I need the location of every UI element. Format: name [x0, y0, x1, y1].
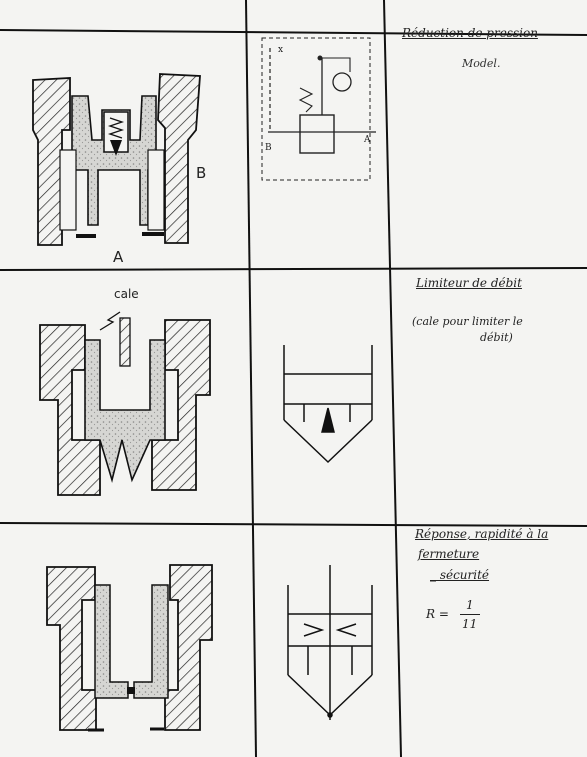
- grid-top-line: [0, 29, 587, 36]
- left-spool: [94, 584, 129, 699]
- cone-bottom: [283, 419, 373, 464]
- chevron-left: [303, 623, 325, 637]
- left-chamber: [59, 149, 77, 231]
- response-symbol: [287, 565, 373, 720]
- formula-numerator: 1: [466, 598, 474, 612]
- shim-arrow: [99, 311, 121, 331]
- check-line: [322, 57, 351, 72]
- formula-lhs: R =: [426, 607, 449, 621]
- port-a-label: A: [113, 248, 124, 266]
- spring-zigzag: [107, 117, 125, 139]
- chevron-right: [335, 623, 357, 637]
- row2-title: Limiteur de débit: [416, 276, 522, 290]
- symbol-x-label: x: [278, 45, 283, 55]
- cone-arrow: [110, 140, 122, 156]
- pressure-reducer-symbol: x B A: [261, 37, 376, 181]
- valve-box: [299, 114, 335, 154]
- right-spool: [133, 584, 169, 699]
- row3-title-line2: fermeture: [418, 547, 480, 561]
- flow-limiter-sketch: cale: [39, 287, 211, 496]
- row3-title-line1: Réponse, rapidité à la: [415, 527, 549, 541]
- center-arrow: [321, 407, 335, 433]
- grid-col-1: [245, 0, 257, 757]
- cale-label: cale: [114, 287, 139, 301]
- response-sketch: [46, 564, 213, 732]
- left-wall-hatched: [46, 566, 97, 731]
- valve-spring: [298, 87, 314, 113]
- right-wall-hatched: [151, 319, 211, 491]
- row1-subtitle: Model.: [462, 57, 501, 70]
- right-chamber: [147, 149, 165, 231]
- formula-denominator: 11: [462, 617, 478, 631]
- junction-dot: [317, 55, 323, 61]
- port-b-label: B: [196, 164, 206, 182]
- row1-title: Réduction de pression: [402, 26, 538, 40]
- flow-limiter-symbol: [283, 345, 373, 464]
- grid-line-row-1: [0, 267, 587, 271]
- row2-note-line2: débit): [480, 331, 513, 344]
- spool-body: [84, 339, 166, 484]
- contact-point: [127, 687, 135, 694]
- symbol-a-label: A: [363, 135, 371, 145]
- dashed-frame: [261, 37, 371, 181]
- check-valve: [332, 72, 352, 92]
- formula-bar: [460, 614, 480, 615]
- row3-title-line3: _ sécurité: [430, 568, 490, 582]
- symbol-b-label: B: [265, 143, 272, 153]
- right-wall-hatched: [157, 73, 201, 244]
- grid-line-row-2: [0, 522, 587, 527]
- row2-note-line1: (cale pour limiter le: [412, 315, 523, 328]
- shim-cale: [119, 317, 131, 367]
- grid-col-2: [383, 0, 402, 757]
- pressure-reducer-sketch: A B: [32, 73, 206, 266]
- tip-dot: [327, 712, 333, 718]
- right-wall-hatched: [164, 564, 213, 731]
